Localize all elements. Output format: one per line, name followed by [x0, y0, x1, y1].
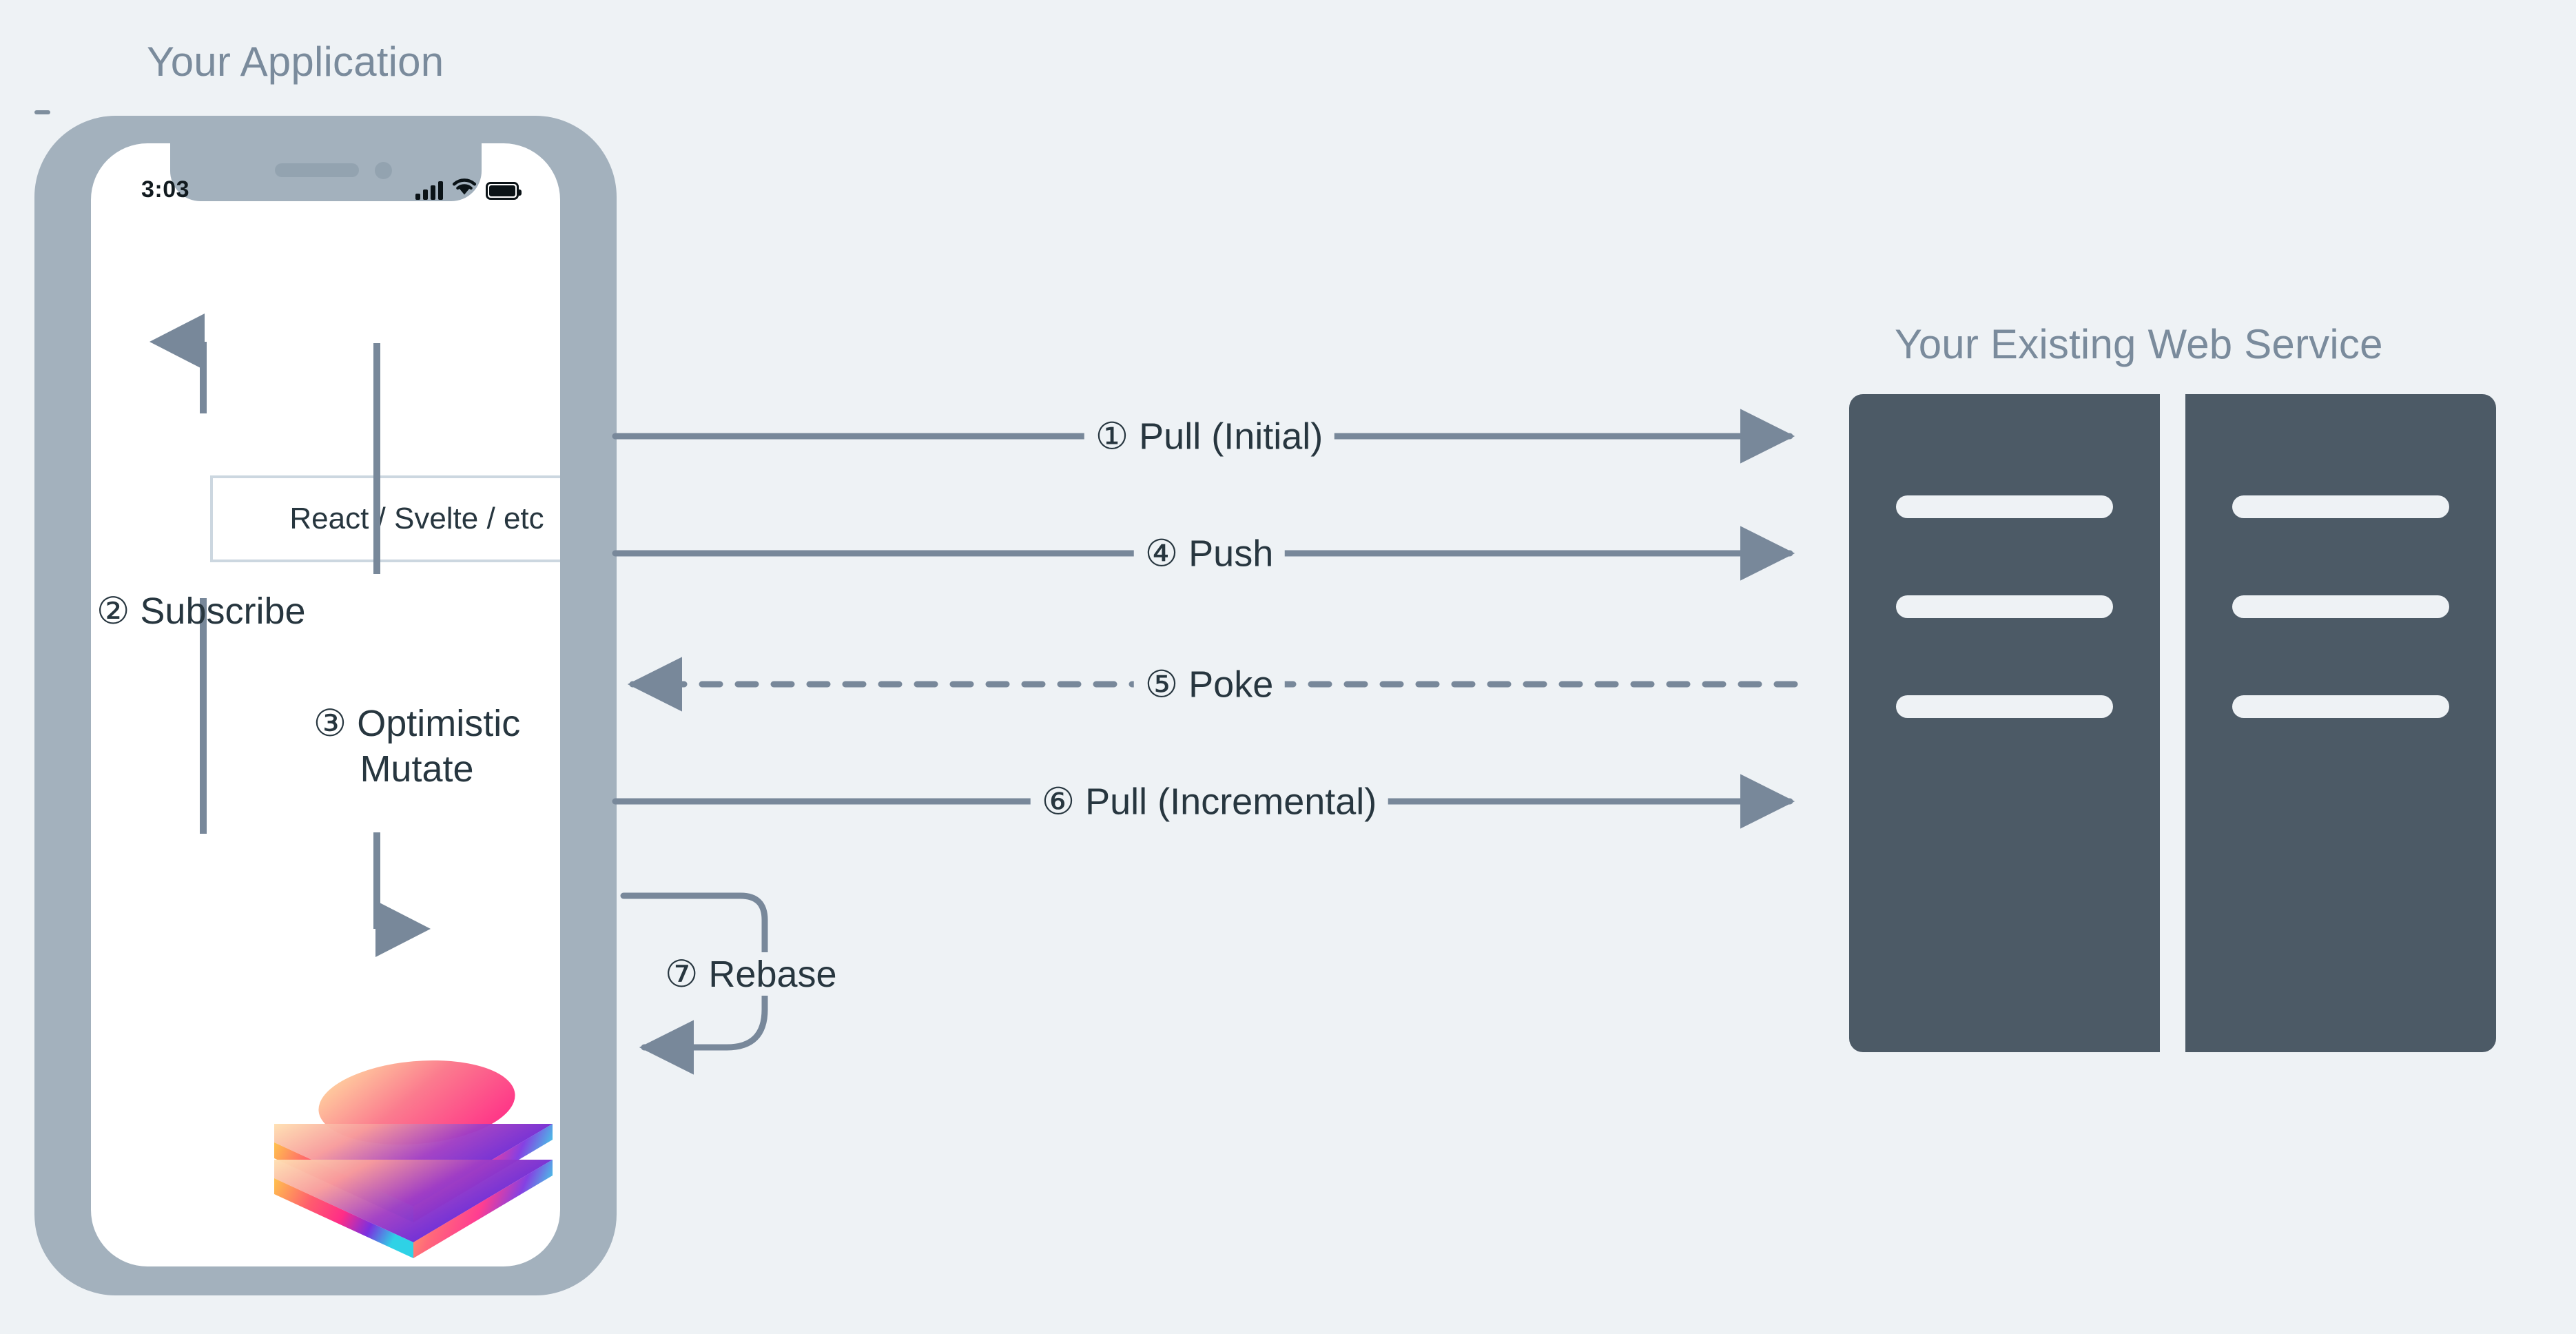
- flow-label-pull-initial: ① Pull (Initial): [1084, 414, 1335, 458]
- flow-label-pull-incremental: ⑥ Pull (Incremental): [1030, 779, 1388, 823]
- server-rack-bar: [2232, 495, 2449, 518]
- flow-label-rebase: ⑦ Rebase: [658, 952, 844, 996]
- status-bar-icons: [415, 176, 522, 200]
- step-3-optimistic-mutate-label: ③ Optimistic Mutate: [313, 703, 521, 790]
- corner-dash-marker: [34, 110, 50, 114]
- phone-internal-arrows: [150, 314, 431, 957]
- phone-notch: [169, 143, 482, 201]
- server-rack-bar: [2232, 695, 2449, 718]
- earpiece-speaker-icon: [274, 163, 359, 177]
- phone-screen: 3:03 React / Svelte / etc: [91, 143, 560, 1266]
- status-bar-time: 3:03: [141, 176, 190, 203]
- your-application-title: Your Application: [147, 39, 444, 85]
- framework-box: React / Svelte / etc: [210, 475, 560, 562]
- framework-box-label: React / Svelte / etc: [289, 502, 544, 535]
- wifi-icon: [452, 177, 477, 200]
- flow-label-push: ④ Push: [1133, 531, 1285, 575]
- step-2-subscribe-label: ② Subscribe: [96, 591, 306, 632]
- replicache-layers-logo: [274, 1060, 553, 1258]
- server-rack-bar: [2232, 595, 2449, 618]
- front-camera-icon: [374, 162, 392, 179]
- web-service-servers: [1849, 394, 2496, 1052]
- cellular-signal-icon: [415, 181, 443, 200]
- server-rack-bar: [1896, 495, 2113, 518]
- server-rack-left: [1849, 394, 2160, 1052]
- server-rack-right: [2185, 394, 2496, 1052]
- server-rack-bar: [1896, 595, 2113, 618]
- your-existing-web-service-title: Your Existing Web Service: [1895, 321, 2383, 367]
- phone-device-frame: 3:03 React / Svelte / etc: [34, 116, 617, 1295]
- flow-label-poke: ⑤ Poke: [1133, 662, 1285, 706]
- battery-full-icon: [486, 182, 522, 200]
- server-rack-bar: [1896, 695, 2113, 718]
